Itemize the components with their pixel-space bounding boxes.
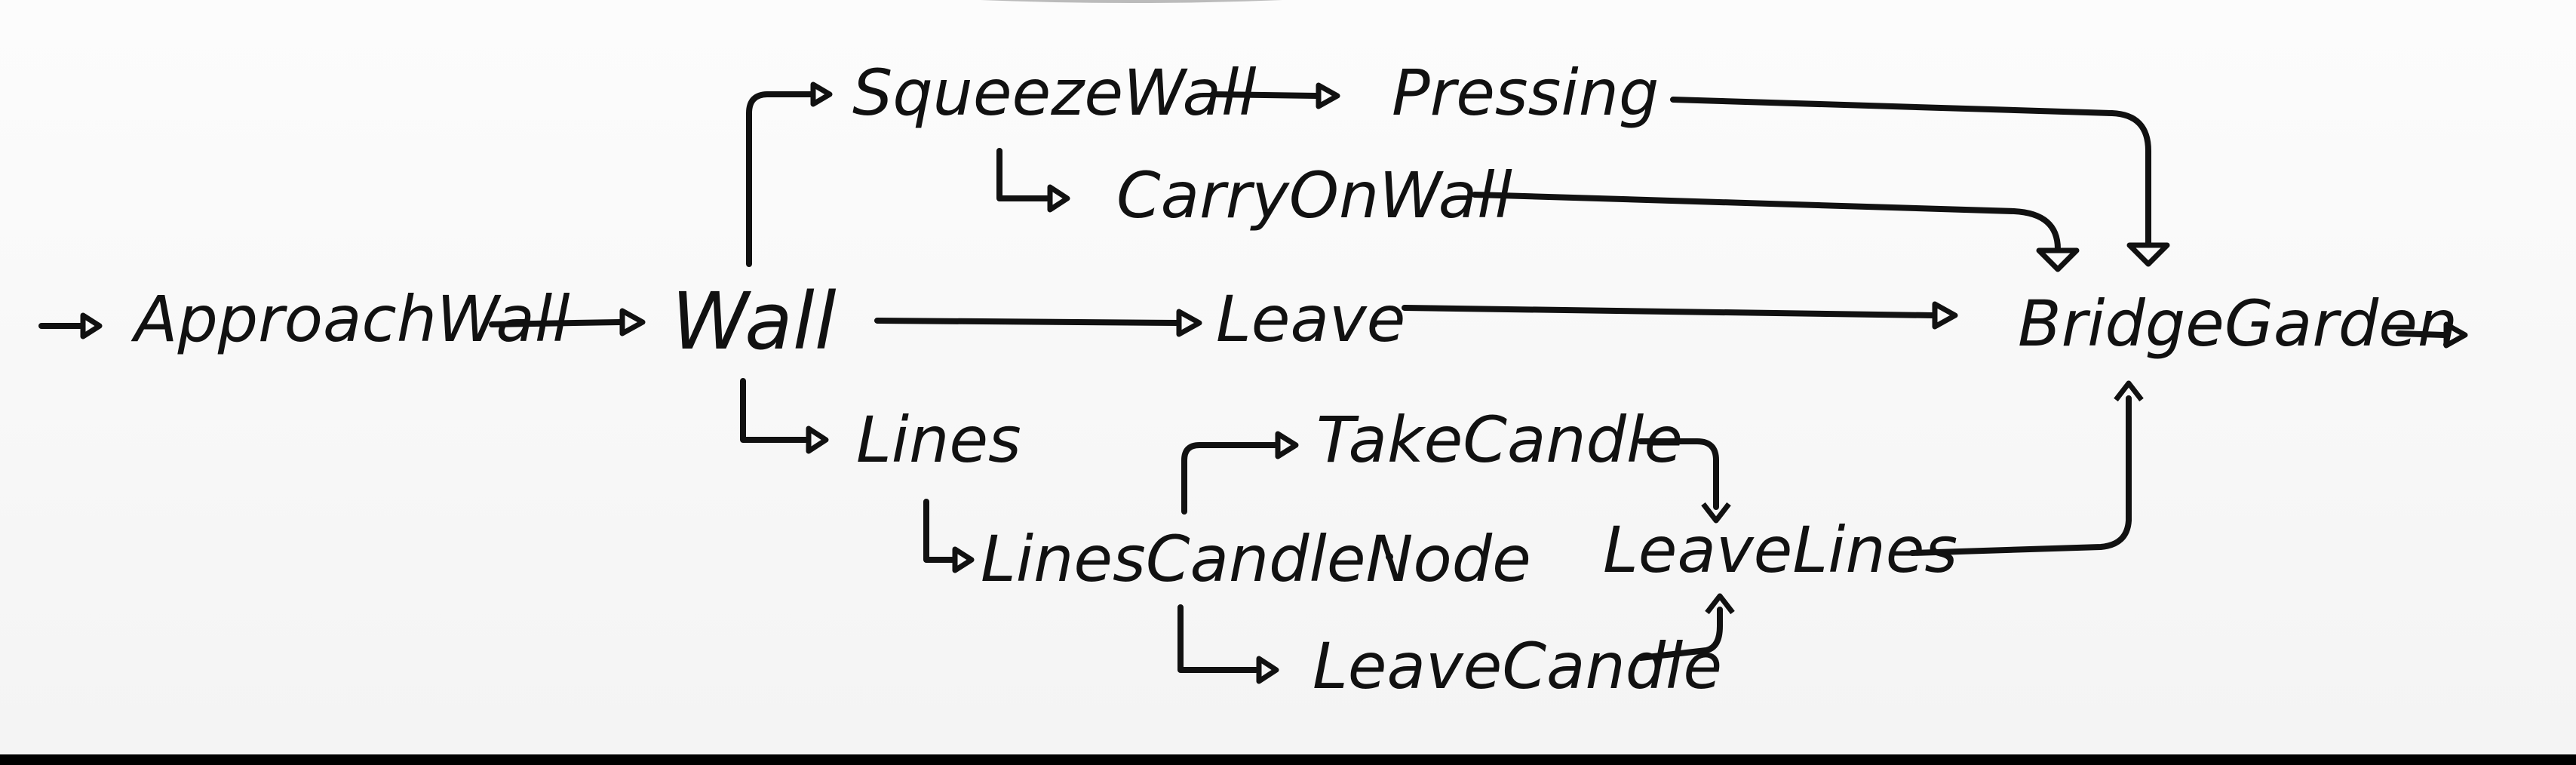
edge-wall-lines [740, 378, 829, 454]
edge-take-candle-leave-lines [1638, 438, 1731, 524]
edge-carry-on-wall-bridge-garden [1472, 192, 2080, 272]
node-take-candle: TakeCandle [1316, 403, 1683, 477]
node-leave: Leave [1216, 282, 1405, 356]
node-lines: Lines [856, 403, 1021, 477]
edge-leave-lines-bridge-garden [1909, 380, 2144, 556]
node-lines-candle-node: LinesCandleNode [981, 522, 1531, 596]
node-approach-wall: ApproachWall [130, 282, 570, 356]
edge-lines-lines-candle-node [923, 499, 975, 573]
edge-leave-candle-leave-lines [1638, 593, 1735, 661]
edge-wall-leave [874, 309, 1202, 337]
node-leave-lines: LeaveLines [1603, 513, 1957, 587]
edge-bridge-garden-exit [2396, 321, 2468, 349]
ink-dot-lines-candle-node [1386, 553, 1393, 561]
node-leave-candle: LeaveCandle [1313, 629, 1722, 703]
edge-leave-bridge-garden [1402, 301, 1958, 330]
edge-lines-candle-node-take-candle [1181, 431, 1299, 515]
ink-dot-leave [1371, 321, 1377, 327]
node-wall: Wall [671, 275, 837, 367]
edge-squeeze-wall-pressing [1210, 82, 1340, 109]
edge-pressing-bridge-garden [1670, 97, 2170, 267]
edge-approach-wall-wall [489, 308, 646, 336]
node-carry-on-wall: CarryOnWall [1116, 158, 1512, 232]
edge-squeeze-wall-carry-on-wall [996, 148, 1070, 213]
paper-shadow-top [981, 0, 1282, 3]
node-pressing: Pressing [1392, 56, 1659, 130]
node-squeeze-wall: SqueezeWall [852, 56, 1257, 130]
bottom-border [0, 754, 2576, 765]
edge-entry-approach-wall [38, 312, 103, 339]
edge-lines-candle-node-leave-candle [1177, 604, 1279, 684]
edge-wall-squeeze-wall [746, 81, 833, 267]
node-bridge-garden: BridgeGarden [2018, 287, 2458, 361]
